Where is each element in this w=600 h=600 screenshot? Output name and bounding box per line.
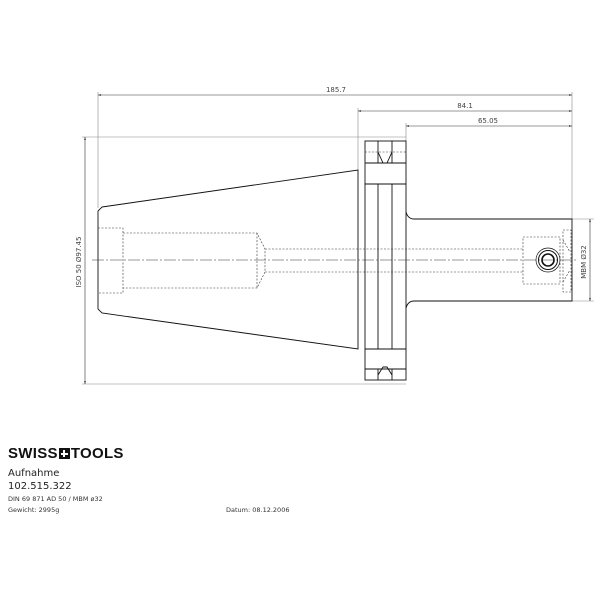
hidden-lines bbox=[98, 151, 572, 294]
dimension-lines bbox=[84, 94, 591, 384]
date: Datum: 08.12.2006 bbox=[226, 506, 290, 514]
brand-logo: SWISS TOOLS bbox=[8, 445, 124, 462]
dim-shank-length: 65.05 bbox=[478, 117, 498, 125]
spec: DIN 69 871 AD 50 / MBM ø32 bbox=[8, 495, 103, 503]
extension-lines bbox=[82, 92, 594, 385]
article-number: 102.515.322 bbox=[8, 481, 72, 492]
part-name: Aufnahme bbox=[8, 468, 60, 479]
weight: Gewicht: 2995g bbox=[8, 506, 60, 514]
screw-icon bbox=[535, 247, 561, 273]
brand-right: TOOLS bbox=[70, 445, 124, 462]
dim-overall-length: 185.7 bbox=[326, 86, 346, 94]
swiss-cross-icon bbox=[58, 448, 70, 459]
brand-left: SWISS bbox=[8, 445, 58, 462]
dim-shank-diameter: MBM Ø32 bbox=[580, 245, 588, 279]
tool-holder-outline bbox=[97, 140, 573, 381]
dim-flange-to-end: 84.1 bbox=[457, 102, 473, 110]
dim-taper: ISO 50 Ø97.45 bbox=[75, 237, 83, 288]
